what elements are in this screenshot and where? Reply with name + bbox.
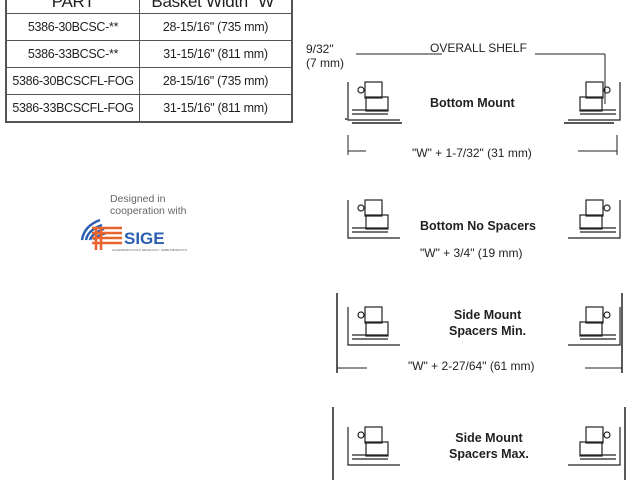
- config-name: Bottom Mount: [430, 96, 515, 110]
- sige-logo: SIGE ACCESSORI IN FILO METALLICO - WIRE …: [80, 218, 187, 252]
- overall-shelf-label: OVERALL SHELF: [430, 41, 527, 55]
- width-cell: 28-15/16" (735 mm): [139, 67, 293, 95]
- table-row: 5386-33BCSC-**31-15/16" (811 mm): [5, 40, 293, 68]
- width-cell: 31-15/16" (811 mm): [139, 40, 293, 68]
- sige-brand: SIGE: [124, 229, 165, 248]
- part-cell: 5386-30BCSC-**: [5, 13, 140, 41]
- config-name: Bottom No Spacers: [420, 219, 536, 233]
- config-dimension: "W" + 3/4" (19 mm): [420, 246, 523, 260]
- part-cell: 5386-33BCSCFL-FOG: [5, 94, 140, 123]
- svg-text:ACCESSORI IN FILO METALLICO -: ACCESSORI IN FILO METALLICO - WIRE PRODU…: [112, 248, 187, 252]
- part-cell: 5386-33BCSC-**: [5, 40, 140, 68]
- config-dimension: "W" + 2-27/64" (61 mm): [408, 359, 535, 373]
- width-cell: 31-15/16" (811 mm): [139, 94, 293, 123]
- part-cell: 5386-30BCSCFL-FOG: [5, 67, 140, 95]
- config-dimension: "W" + 1-7/32" (31 mm): [412, 146, 532, 160]
- offset-label: 9/32"(7 mm): [306, 42, 344, 70]
